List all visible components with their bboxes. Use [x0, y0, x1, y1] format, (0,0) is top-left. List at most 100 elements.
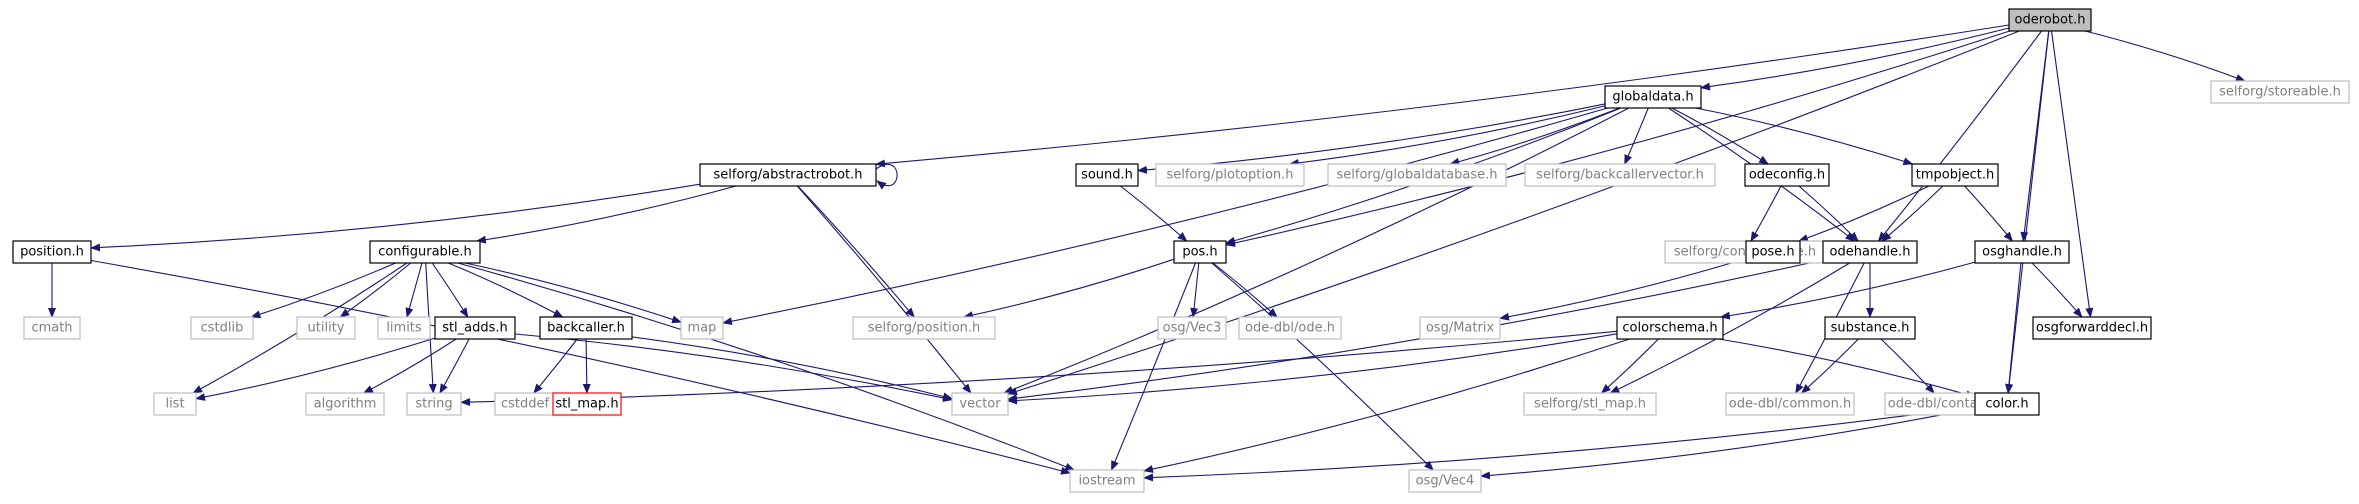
edge-color-to-osgvec4 — [1480, 407, 1976, 480]
edge-osghandle-to-color — [2005, 262, 2022, 394]
edge-configurable-to-iostream — [457, 262, 1076, 471]
node-layer: oderobot.h selforg/storeable.h globaldata.… — [12, 8, 2350, 493]
node-osghandle[interactable]: osghandle.h — [1974, 240, 2070, 264]
node-tmpobject[interactable]: tmpobject.h — [1911, 163, 1999, 187]
node-utility: utility — [296, 316, 356, 340]
node-box — [539, 316, 633, 340]
node-box — [377, 316, 431, 340]
node-label: pos.h — [1182, 245, 1217, 260]
node-label: cstdlib — [201, 321, 244, 336]
node-color[interactable]: color.h — [1974, 392, 2040, 416]
node-sound[interactable]: sound.h — [1075, 163, 1139, 187]
node-label: stl_adds.h — [442, 321, 508, 336]
node-osgforwarddecl[interactable]: osgforwarddecl.h — [2032, 316, 2152, 340]
node-label: iostream — [1078, 474, 1135, 489]
node-label: vector — [959, 397, 1001, 412]
node-backcaller[interactable]: backcaller.h — [539, 316, 633, 340]
node-cstdlib: cstdlib — [190, 316, 254, 340]
edge-osghandle-to-osgforwarddecl — [2031, 262, 2083, 318]
edge-odehandle-to-selforgstlmap — [1609, 262, 1850, 394]
edge-pos-to-iostream — [1110, 262, 1197, 471]
node-odehandle[interactable]: odehandle.h — [1822, 240, 1918, 264]
node-box — [1974, 392, 2040, 416]
edge-odehandle-to-vector — [1007, 259, 1824, 403]
edge-abstractrobot-to-abstractrobot — [875, 163, 898, 190]
node-box — [369, 240, 481, 264]
node-storeable: selforg/storeable.h — [2210, 80, 2350, 104]
edge-globaldata-to-sound — [1137, 103, 1606, 174]
node-box — [1075, 163, 1139, 187]
node-cstddef: cstddef — [494, 392, 556, 416]
node-box — [1069, 469, 1145, 493]
edge-position-to-iostream — [90, 259, 1071, 475]
node-substance[interactable]: substance.h — [1824, 316, 1916, 340]
node-label: osghandle.h — [1982, 245, 2062, 260]
edge-configurable-to-utility — [339, 262, 412, 318]
node-box — [12, 240, 92, 264]
node-label: list — [165, 397, 184, 412]
node-stl_map[interactable]: stl_map.h — [552, 392, 622, 416]
edge-globaldata-to-plotoption — [1288, 105, 1606, 167]
node-selforgstlmap: selforg/stl_map.h — [1523, 392, 1657, 416]
node-backcallervector: selforg/backcallervector.h — [1524, 163, 1716, 187]
edge-pos-to-osgvec4 — [1211, 262, 1434, 471]
node-label: globaldata.h — [1612, 90, 1693, 105]
node-label: colorschema.h — [1622, 321, 1717, 336]
node-box — [1173, 240, 1227, 264]
edge-oderobot-to-vector — [1007, 30, 2020, 396]
node-label: osg/Matrix — [1426, 321, 1495, 336]
edge-globaldata-to-tmpobject — [1695, 107, 1914, 166]
edge-configurable-to-stl_adds — [431, 262, 469, 318]
node-box — [1974, 240, 2070, 264]
node-label: color.h — [1985, 397, 2028, 412]
node-box — [434, 316, 516, 340]
edge-stl_adds-to-vector — [514, 333, 953, 402]
node-box — [2008, 8, 2092, 32]
edge-odeconfig-to-selforgconfigurable — [1750, 185, 1782, 242]
node-box — [552, 392, 622, 416]
node-box — [296, 316, 356, 340]
node-label: position.h — [20, 245, 84, 260]
edge-globaldata-to-map — [722, 107, 1608, 326]
node-globaldata[interactable]: globaldata.h — [1604, 85, 1702, 109]
node-oderobot[interactable]: oderobot.h — [2008, 8, 2092, 32]
node-position[interactable]: position.h — [12, 240, 92, 264]
node-colorschema[interactable]: colorschema.h — [1616, 316, 1724, 340]
node-odeconfig[interactable]: odeconfig.h — [1744, 163, 1830, 187]
node-abstractrobot[interactable]: selforg/abstractrobot.h — [699, 163, 877, 187]
node-box — [2210, 80, 2350, 104]
edge-colorschema-to-string — [460, 330, 1618, 407]
node-box — [1408, 469, 1482, 493]
edge-abstractrobot-to-position — [90, 183, 701, 252]
node-stl_adds[interactable]: stl_adds.h — [434, 316, 516, 340]
edge-backcaller-to-cstddef — [533, 338, 578, 394]
node-box — [1616, 316, 1724, 340]
edge-substance-to-odedblcontact — [1880, 338, 1935, 394]
node-algorithm: algorithm — [305, 392, 385, 416]
edge-color-to-iostream — [1143, 406, 1976, 482]
node-label: selforg/storeable.h — [2219, 85, 2341, 100]
edge-globaldata-to-backcallervector — [1624, 107, 1649, 165]
edge-globaldata-to-vector — [1003, 107, 1630, 394]
node-label: oderobot.h — [2015, 13, 2086, 28]
edge-stl_adds-to-string — [439, 338, 470, 394]
edge-abstractrobot-to-vector — [796, 185, 972, 394]
edge-substance-to-odedblcommon — [1800, 338, 1859, 394]
edge-pose-to-osgmatrix — [1499, 258, 1747, 321]
node-plotoption: selforg/plotoption.h — [1155, 163, 1305, 187]
edge-globaldata-to-globaldatabase — [1449, 107, 1620, 166]
node-box — [951, 392, 1009, 416]
edge-pos-to-osgvec3 — [1190, 262, 1200, 318]
node-label: limits — [386, 321, 422, 336]
node-pose[interactable]: pose.h — [1745, 240, 1801, 264]
node-box — [1725, 392, 1855, 416]
node-box — [1604, 85, 1702, 109]
node-box — [153, 392, 197, 416]
node-label: osg/Vec3 — [1163, 321, 1222, 336]
edge-backcaller-to-stl_map — [582, 338, 591, 394]
node-box — [23, 316, 81, 340]
node-configurable[interactable]: configurable.h — [369, 240, 481, 264]
node-pos[interactable]: pos.h — [1173, 240, 1227, 264]
node-string: string — [406, 392, 462, 416]
node-label: pose.h — [1751, 245, 1794, 260]
